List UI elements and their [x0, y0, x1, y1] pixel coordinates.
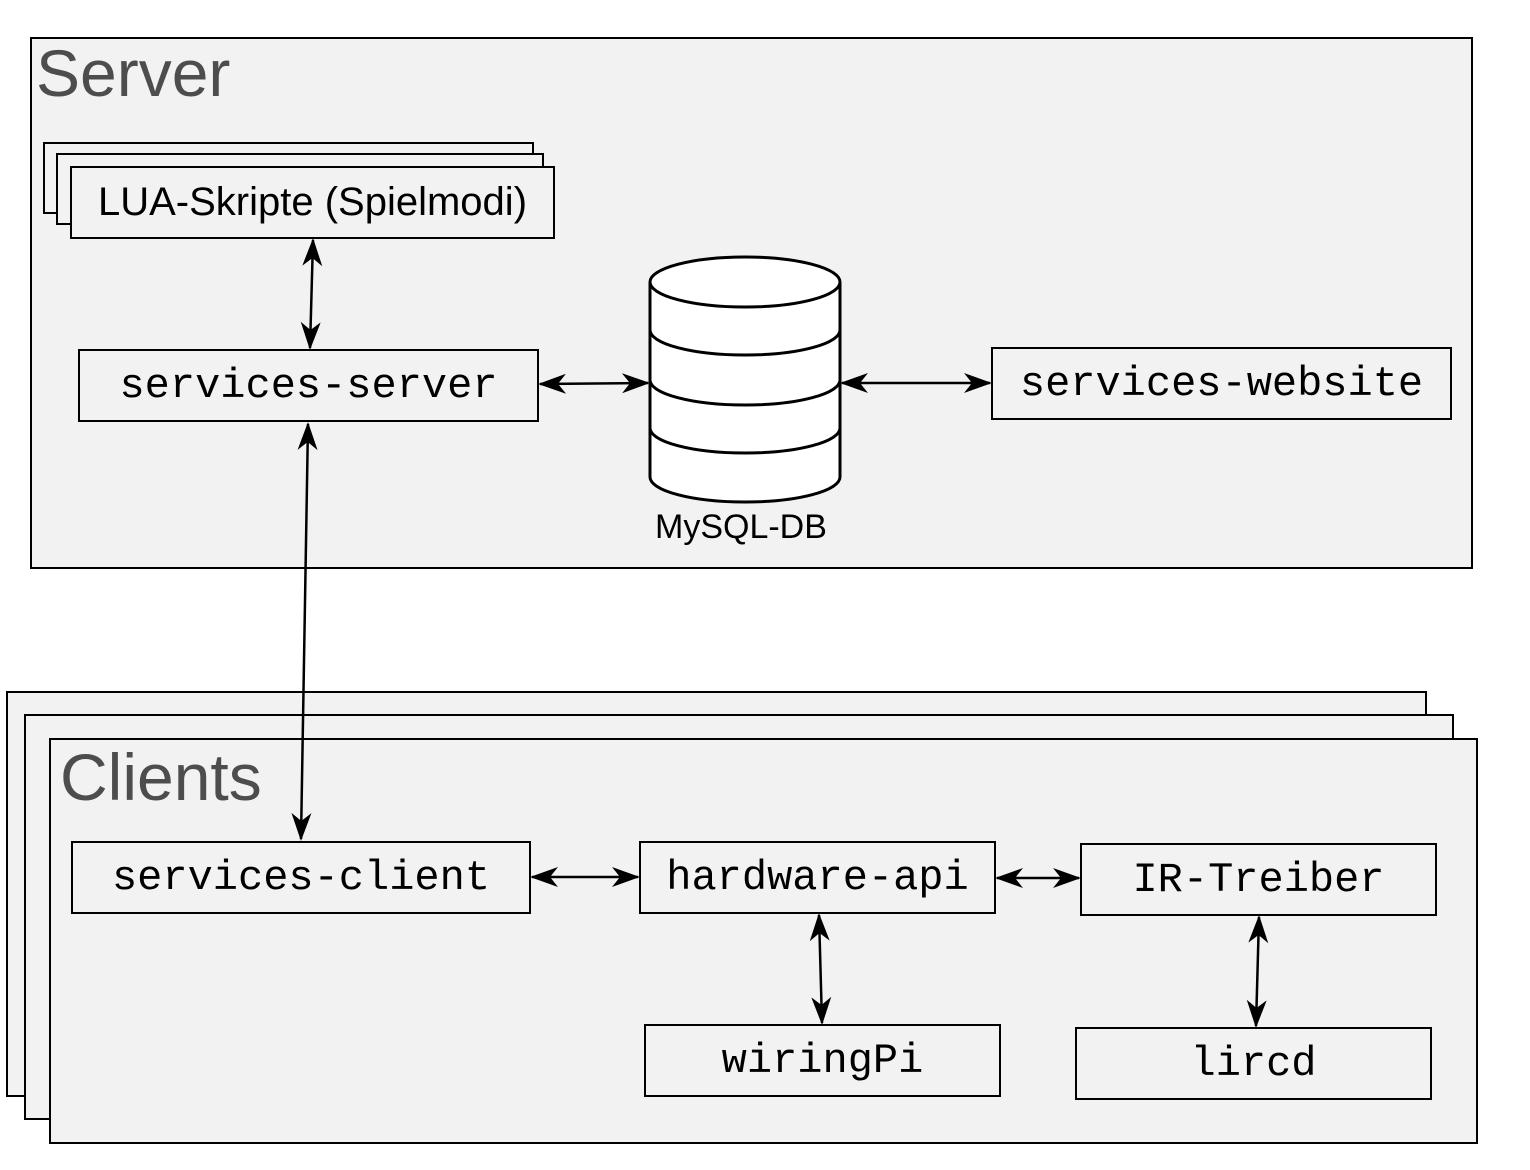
- arrow-lua-to-services-server: [300, 238, 323, 350]
- arrow-hardware-api-to-wiringpi: [809, 913, 832, 1025]
- lircd-box: lircd: [1075, 1027, 1432, 1100]
- arrow-ir-treiber-to-lircd: [1246, 915, 1269, 1028]
- services-website-box: services-website: [991, 347, 1452, 420]
- mysql-db-cylinder-icon: [648, 255, 842, 504]
- arrow-services-server-to-db: [538, 373, 650, 394]
- server-title: Server: [36, 36, 231, 110]
- services-server-box: services-server: [78, 349, 539, 422]
- lua-scripts-box: LUA-Skripte (Spielmodi): [70, 166, 555, 239]
- ir-treiber-box: IR-Treiber: [1080, 843, 1437, 916]
- services-client-box: services-client: [71, 841, 531, 914]
- wiringpi-box: wiringPi: [644, 1024, 1001, 1097]
- clients-title: Clients: [60, 740, 262, 814]
- arrow-services-server-to-services-client: [291, 422, 318, 841]
- hardware-api-box: hardware-api: [639, 841, 996, 914]
- mysql-db-label: MySQL-DB: [655, 508, 827, 546]
